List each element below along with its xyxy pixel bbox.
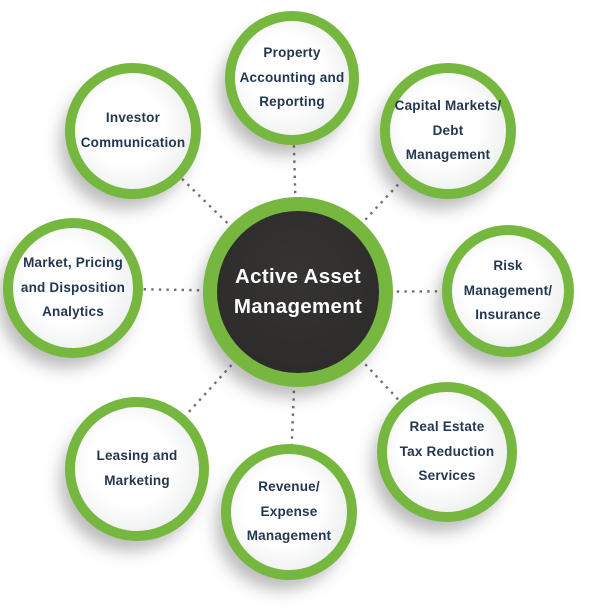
node-property-accounting-reporting: Property Accounting and Reporting bbox=[225, 11, 359, 145]
connector-line-top bbox=[290, 77, 300, 293]
satellite-circle: Market, Pricing and Disposition Analytic… bbox=[13, 228, 133, 348]
satellite-circle: Revenue/ Expense Management bbox=[231, 454, 347, 570]
satellite-circle: Real Estate Tax Reduction Services bbox=[387, 392, 507, 512]
hub-circle: Active Asset Management bbox=[217, 211, 379, 373]
satellite-label: Property Accounting and Reporting bbox=[239, 44, 345, 110]
node-leasing-marketing: Leasing and Marketing bbox=[65, 397, 209, 541]
node-capital-markets-debt-management: Capital Markets/ Debt Management bbox=[380, 63, 516, 199]
node-risk-management-insurance: Risk Management/ Insurance bbox=[442, 225, 574, 357]
satellite-circle: Property Accounting and Reporting bbox=[235, 21, 349, 135]
node-market-pricing-disposition: Market, Pricing and Disposition Analytic… bbox=[3, 218, 143, 358]
satellite-label: Leasing and Marketing bbox=[96, 448, 178, 488]
satellite-label: Real Estate Tax Reduction Services bbox=[399, 418, 495, 484]
node-real-estate-tax-reduction: Real Estate Tax Reduction Services bbox=[377, 382, 517, 522]
satellite-circle: Leasing and Marketing bbox=[75, 407, 199, 531]
satellite-label: Risk Management/ Insurance bbox=[463, 257, 553, 323]
hub-active-asset-management: Active Asset Management bbox=[203, 197, 393, 387]
hub-label: Active Asset Management bbox=[233, 265, 363, 318]
satellite-label: Market, Pricing and Disposition Analytic… bbox=[20, 254, 126, 320]
satellite-label: Investor Communication bbox=[80, 110, 186, 150]
satellite-circle: Risk Management/ Insurance bbox=[452, 235, 564, 347]
satellite-circle: Capital Markets/ Debt Management bbox=[390, 73, 506, 189]
node-investor-communication: Investor Communication bbox=[65, 63, 201, 199]
satellite-circle: Investor Communication bbox=[75, 73, 191, 189]
node-revenue-expense-management: Revenue/ Expense Management bbox=[221, 444, 357, 580]
satellite-label: Capital Markets/ Debt Management bbox=[394, 97, 502, 163]
satellite-label: Revenue/ Expense Management bbox=[246, 478, 332, 544]
